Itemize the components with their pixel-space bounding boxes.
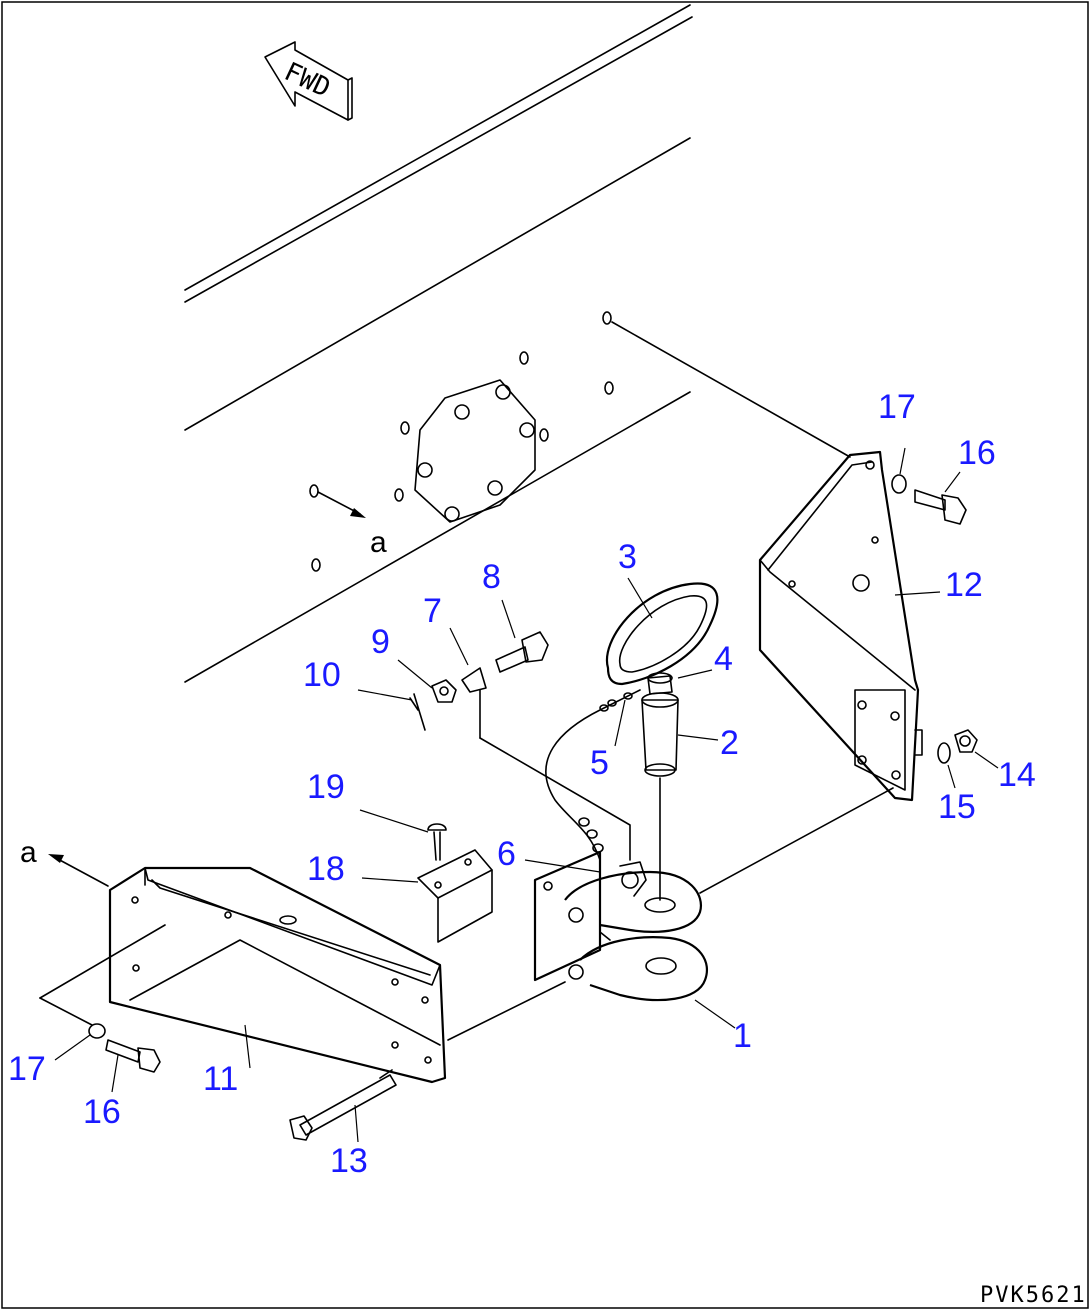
callout-19: 19 [307, 768, 345, 806]
leader-bracket-hook-lower [447, 981, 566, 1041]
bolt-13 [289, 1069, 397, 1141]
callout-17-right: 17 [878, 388, 916, 426]
right-bracket [758, 450, 923, 802]
frame-holes [309, 311, 614, 572]
leader-bracket-hook [699, 787, 894, 894]
callout-14: 14 [998, 756, 1036, 794]
reference-label-top: a [370, 526, 387, 559]
pin-handle [605, 582, 719, 686]
callout-16-left: 16 [83, 1093, 121, 1131]
reference-arrow-top: a [317, 491, 387, 559]
washer-17-left [88, 1023, 106, 1039]
callout-3: 3 [618, 538, 637, 576]
bolt-16-right [914, 489, 967, 525]
callouts: 1 2 3 4 5 6 7 8 9 10 11 12 13 14 15 16 1… [8, 388, 1036, 1180]
callout-13: 13 [330, 1142, 368, 1180]
callout-17-left: 17 [8, 1050, 46, 1088]
callout-18: 18 [307, 850, 345, 888]
tow-hook [533, 850, 708, 1002]
callout-2: 2 [720, 724, 739, 762]
washer-17-right [891, 474, 907, 494]
clip-7 [461, 667, 631, 861]
bolt-8 [495, 631, 549, 673]
plate-18 [417, 849, 493, 943]
callout-9: 9 [371, 623, 390, 661]
callout-4: 4 [714, 640, 733, 678]
callout-11: 11 [203, 1060, 238, 1098]
callout-12: 12 [945, 566, 983, 604]
nut-14 [954, 729, 978, 753]
drawing-code: PVK5621 [980, 1283, 1087, 1308]
nut-9 [431, 679, 457, 703]
washer-15 [937, 742, 951, 764]
fwd-label: FWD [280, 57, 335, 104]
callout-16-right: 16 [958, 434, 996, 472]
leader-a-bracket [39, 924, 166, 999]
callout-10: 10 [303, 656, 341, 694]
callout-7: 7 [423, 592, 442, 630]
callout-15: 15 [938, 788, 976, 826]
fwd-arrow-icon: FWD [264, 41, 353, 121]
bolt-16-left [105, 1039, 161, 1073]
screw-19 [427, 823, 447, 861]
callout-6: 6 [497, 835, 516, 873]
reference-label-left: a [20, 836, 37, 869]
leader-hole-bracket [611, 321, 851, 458]
pin-body [641, 672, 679, 901]
cotter-pin-10 [409, 693, 426, 731]
callout-1: 1 [733, 1017, 752, 1055]
reference-arrow-left: a [20, 836, 109, 887]
callout-8: 8 [482, 558, 501, 596]
callout-leaders [54, 447, 999, 1143]
callout-5: 5 [590, 744, 609, 782]
mounting-plate [414, 379, 536, 523]
leader-a-washer [39, 997, 93, 1026]
frame-rails [184, 4, 693, 683]
left-bracket [108, 866, 447, 1084]
